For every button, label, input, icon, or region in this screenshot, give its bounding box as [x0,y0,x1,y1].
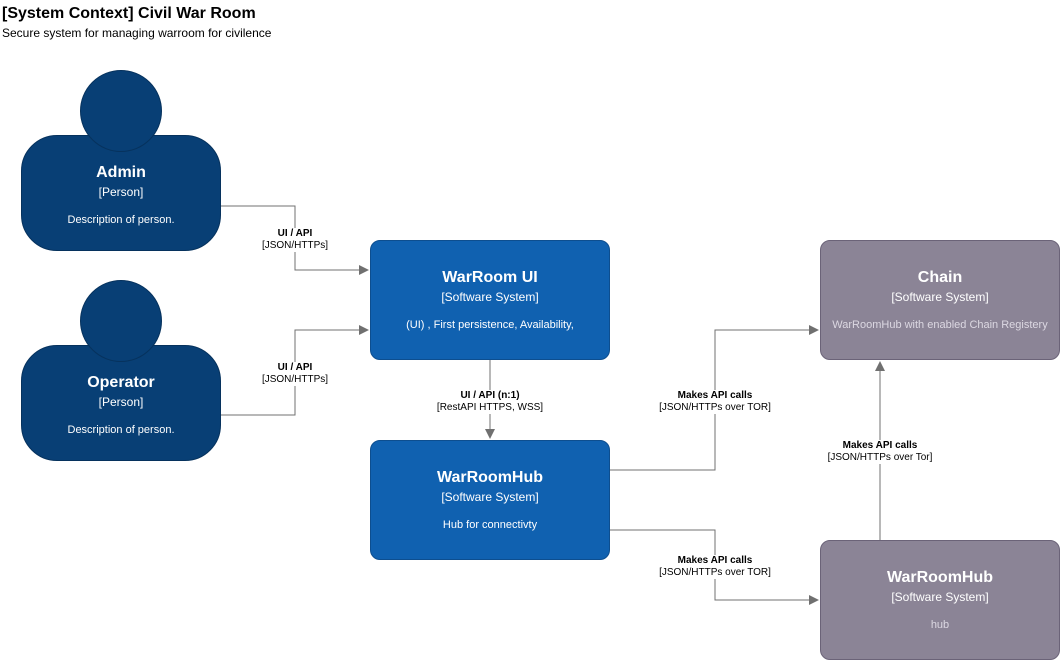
edge-label-exthub-chain: Makes API calls [JSON/HTTPs over Tor] [827,440,933,464]
edge-label-hub-exthub-text: Makes API calls [677,555,753,566]
edge-label-hub-exthub-technology: [JSON/HTTPs over TOR] [659,567,771,578]
edge-label-hub-exthub: Makes API calls [JSON/HTTPs over TOR] [659,555,771,579]
system-external-hub[interactable]: WarRoomHub [Software System] hub [820,540,1060,660]
person-admin[interactable]: Admin [Person] Description of person. [21,135,221,251]
person-operator[interactable]: Operator [Person] Description of person. [21,345,221,461]
system-warroom-hub-name: WarRoomHub [436,469,544,486]
system-warroom-hub-type: [Software System] [441,490,539,504]
person-operator-description: Description of person. [67,424,175,436]
person-admin-description: Description of person. [67,214,175,226]
edge-label-hub-chain-technology: [JSON/HTTPs over TOR] [659,402,771,413]
system-external-hub-type: [Software System] [891,590,989,604]
edge-label-operator-ui-text: UI / API [277,362,313,373]
edge-label-admin-ui-text: UI / API [277,228,313,239]
diagram-title: [System Context] Civil War Room [2,5,256,22]
person-admin-name: Admin [96,164,146,181]
person-admin-type: [Person] [98,185,144,199]
person-operator-head-icon [80,280,162,362]
system-warroom-ui[interactable]: WarRoom UI [Software System] (UI) , Firs… [370,240,610,360]
person-operator-type: [Person] [98,395,144,409]
edge-label-ui-hub: UI / API (n:1) [RestAPI HTTPS, WSS] [436,390,544,414]
system-warroom-hub[interactable]: WarRoomHub [Software System] Hub for con… [370,440,610,560]
edge-label-admin-ui-technology: [JSON/HTTPs] [261,240,329,251]
edge-label-admin-ui: UI / API [JSON/HTTPs] [261,228,329,252]
system-warroom-ui-type: [Software System] [441,290,539,304]
edge-label-ui-hub-text: UI / API (n:1) [460,390,520,401]
person-admin-head-icon [80,70,162,152]
edge-label-ui-hub-technology: [RestAPI HTTPS, WSS] [436,402,544,413]
system-chain[interactable]: Chain [Software System] WarRoomHub with … [820,240,1060,360]
system-chain-description: WarRoomHub with enabled Chain Registery [832,319,1048,331]
edge-label-exthub-chain-technology: [JSON/HTTPs over Tor] [827,452,933,463]
edge-label-operator-ui-technology: [JSON/HTTPs] [261,374,329,385]
edge-label-exthub-chain-text: Makes API calls [842,440,918,451]
system-chain-type: [Software System] [891,290,989,304]
system-external-hub-name: WarRoomHub [886,569,994,586]
system-warroom-hub-description: Hub for connectivty [442,519,538,531]
edge-label-hub-chain: Makes API calls [JSON/HTTPs over TOR] [659,390,771,414]
system-warroom-ui-name: WarRoom UI [442,269,538,286]
system-external-hub-description: hub [930,619,950,631]
edge-label-operator-ui: UI / API [JSON/HTTPs] [261,362,329,386]
person-operator-name: Operator [87,374,155,391]
edge-label-hub-chain-text: Makes API calls [677,390,753,401]
system-chain-name: Chain [917,269,963,286]
system-warroom-ui-description: (UI) , First persistence, Availability, [406,319,574,331]
diagram-subtitle: Secure system for managing warroom for c… [2,26,272,40]
